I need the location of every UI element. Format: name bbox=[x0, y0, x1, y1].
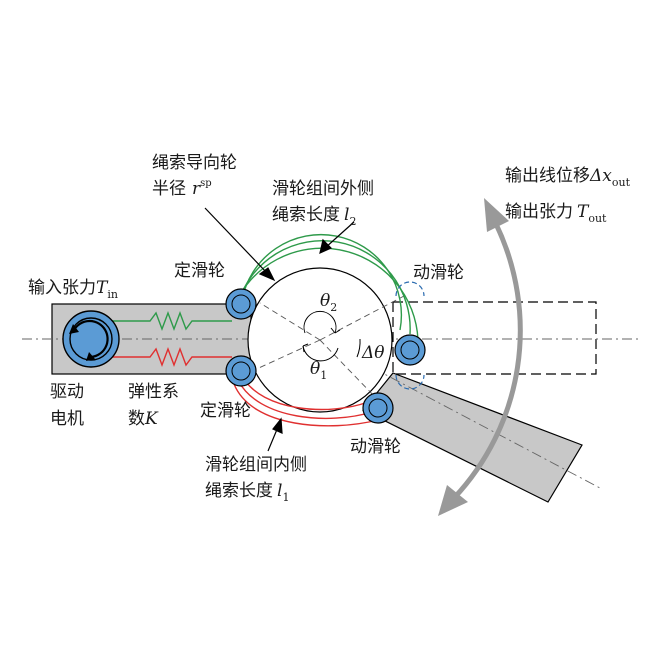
output-rotation-arrow-icon bbox=[438, 198, 523, 516]
fixed-pulley-top-label: 定滑轮 bbox=[174, 261, 225, 281]
input-tension-label: 输入张力Tin bbox=[28, 278, 118, 301]
theta2-label: θ2 bbox=[320, 291, 337, 314]
motor-rotation-arrow-icon bbox=[73, 319, 109, 359]
moving-pulley-bottom-label: 动滑轮 bbox=[350, 437, 401, 457]
moving-pulley-right bbox=[394, 281, 426, 390]
radial-guide-lines bbox=[249, 295, 405, 401]
drive-motor bbox=[62, 310, 120, 368]
theta1-arc bbox=[302, 343, 339, 362]
outer-cable-green bbox=[96, 233, 419, 341]
theta1-label: θ1 bbox=[310, 359, 327, 382]
moving-pulley-top-label: 动滑轮 bbox=[413, 263, 464, 283]
outer-cable-length-label-line1: 滑轮组间外侧 bbox=[272, 179, 374, 199]
motor-label-line2: 电机 bbox=[50, 409, 84, 429]
fixed-pulley-bottom-label: 定滑轮 bbox=[200, 401, 251, 421]
theta2-arc bbox=[303, 311, 341, 334]
output-link-initial-position bbox=[392, 301, 597, 375]
delta-theta-arc bbox=[356, 338, 361, 358]
delta-theta-label: Δθ bbox=[361, 343, 385, 363]
output-displacement-label: 输出线位移Δxout bbox=[505, 166, 631, 189]
fixed-pulley-top bbox=[225, 288, 257, 320]
leader-arrows bbox=[204, 207, 355, 452]
inner-cable-red bbox=[96, 347, 379, 427]
guide-pulley-radius-label-line1: 绳索导向轮 bbox=[152, 153, 237, 173]
spring-label-line1: 弹性系 bbox=[128, 382, 179, 402]
motor-label-line1: 驱动 bbox=[50, 382, 84, 402]
fixed-pulley-bottom bbox=[225, 355, 257, 387]
spring-label-line2: 数K bbox=[128, 409, 159, 429]
inner-cable-length-label-line1: 滑轮组间内侧 bbox=[205, 455, 307, 475]
moving-pulley-bottom bbox=[362, 392, 394, 424]
